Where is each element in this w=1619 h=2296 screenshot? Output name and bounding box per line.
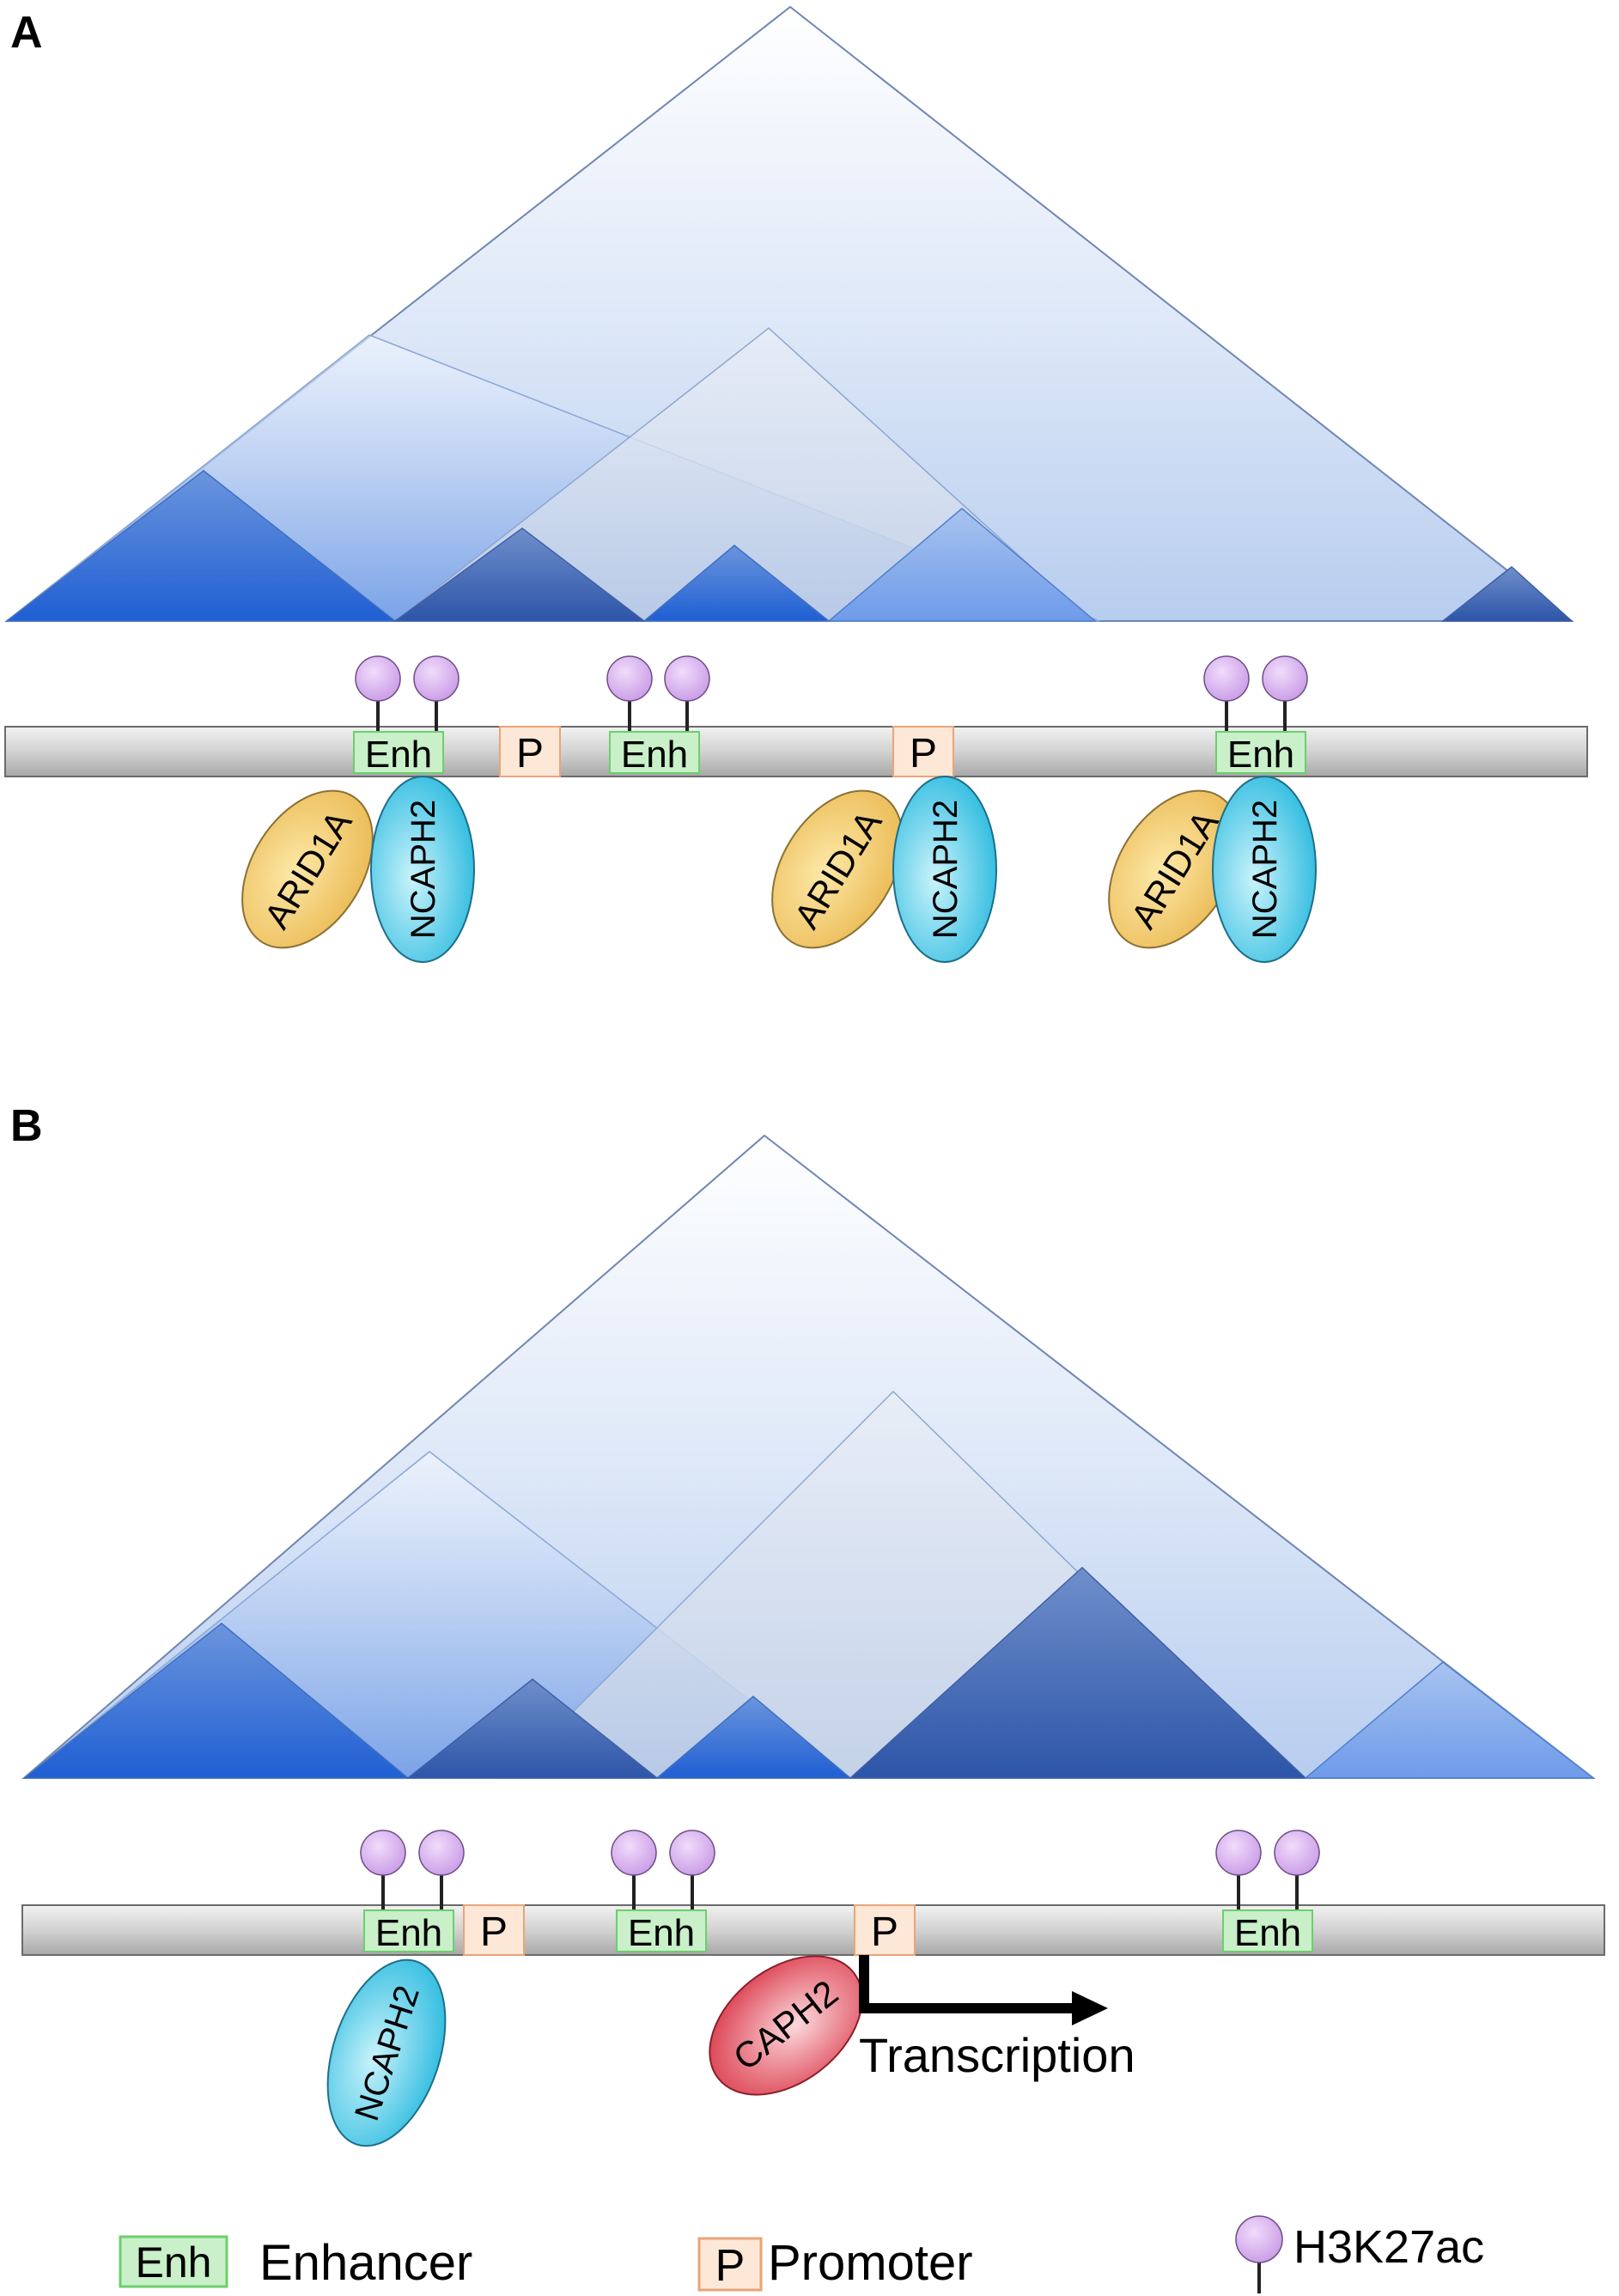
- h3k27ac-mark: [669, 1830, 715, 1910]
- h3k27ac-mark: [1203, 655, 1250, 732]
- legend-h3k27ac-label: H3K27ac: [1293, 2221, 1484, 2273]
- svg-text:NCAPH2: NCAPH2: [405, 800, 442, 939]
- legend: Enh Enhancer P Promoter H3K27ac: [119, 2215, 1484, 2293]
- svg-text:P: P: [516, 731, 544, 776]
- panel-b-tad-right-mid: [849, 1566, 1307, 1779]
- h3k27ac-mark: [664, 655, 710, 732]
- panel-a-tad-small-4: [826, 508, 1098, 622]
- panel-b-tad-small-1: [21, 1623, 411, 1779]
- panel-b-protein-ncaph2: NCAPH2: [326, 1958, 447, 2147]
- legend-promoter-label: Promoter: [768, 2235, 973, 2291]
- panel-b-tad-small-4: [1303, 1661, 1596, 1779]
- panel-a-tad-small-3: [642, 545, 831, 622]
- svg-text:Enh: Enh: [628, 1912, 695, 1954]
- panel-b-chromatin: [21, 1904, 1605, 1956]
- panel-b-element-p-2: P: [854, 1904, 916, 1956]
- svg-text:NCAPH2: NCAPH2: [927, 800, 965, 939]
- legend-enh-box-label: Enh: [136, 2238, 212, 2287]
- panel-a-element-enh-2: Enh: [609, 731, 700, 776]
- panel-a-tad-small-2: [393, 527, 647, 622]
- h3k27ac-mark: [1215, 1830, 1262, 1910]
- h3k27ac-mark: [1274, 1830, 1320, 1910]
- h3k27ac-mark: [1262, 655, 1308, 732]
- panel-a-element-p-1: P: [499, 726, 561, 777]
- svg-text:Enh: Enh: [375, 1912, 442, 1954]
- svg-text:Enh: Enh: [1227, 734, 1294, 776]
- svg-text:P: P: [910, 731, 937, 776]
- svg-text:NCAPH2: NCAPH2: [1246, 800, 1284, 939]
- panel-a-letter: A: [10, 8, 43, 58]
- panel-b-tad-triangles: [21, 1134, 1596, 1779]
- legend-p-box-label: P: [715, 2241, 746, 2291]
- panel-b-tad-small-2: [405, 1678, 660, 1779]
- panel-a-tad-small-5: [1440, 566, 1573, 622]
- transcription-label: Transcription: [859, 2028, 1135, 2082]
- legend-enhancer: Enh Enhancer: [119, 2235, 472, 2291]
- panel-b-letter: B: [10, 1101, 43, 1151]
- panel-b-h3k27ac-marks: [360, 1830, 1320, 1910]
- legend-promoter: P Promoter: [697, 2235, 973, 2292]
- panel-a-protein-arid1a-1: ARID1A: [241, 789, 374, 949]
- svg-text:P: P: [871, 1909, 898, 1955]
- panel-a-element-p-2: P: [892, 726, 954, 777]
- panel-b-tad-small-3: [654, 1696, 853, 1779]
- h3k27ac-mark: [418, 1830, 465, 1910]
- panel-a-protein-ncaph2-3: NCAPH2: [1212, 776, 1317, 963]
- panel-a-chromatin: [4, 726, 1588, 777]
- panel-a-protein-ncaph2-2: NCAPH2: [892, 776, 997, 963]
- panel-a-tad-small-1: [4, 470, 398, 622]
- panel-a-tad-triangles: [4, 5, 1574, 622]
- svg-text:Enh: Enh: [365, 734, 432, 776]
- legend-h3k27ac: H3K27ac: [1235, 2215, 1484, 2293]
- svg-text:P: P: [480, 1909, 508, 1955]
- svg-text:Enh: Enh: [621, 734, 688, 776]
- panel-a-protein-arid1a-2: ARID1A: [771, 789, 904, 949]
- h3k27ac-mark: [611, 1830, 657, 1910]
- panel-a-element-enh-1: Enh: [353, 731, 444, 776]
- panel-b-protein-caph2: CAPH2: [709, 1955, 863, 2096]
- panel-b-element-enh-1: Enh: [363, 1909, 454, 1954]
- panel-b-element-enh-3: Enh: [1222, 1909, 1313, 1954]
- h3k27ac-mark: [355, 655, 401, 732]
- panel-a-element-enh-3: Enh: [1215, 731, 1306, 776]
- legend-enhancer-label: Enhancer: [259, 2235, 472, 2291]
- h3k27ac-mark: [606, 655, 653, 732]
- h3k27ac-mark: [413, 655, 460, 732]
- panel-a-protein-arid1a-3: ARID1A: [1108, 789, 1240, 949]
- h3k27ac-mark: [360, 1830, 406, 1910]
- svg-text:Enh: Enh: [1234, 1912, 1301, 1954]
- panel-a-protein-ncaph2-1: NCAPH2: [370, 776, 475, 963]
- h3k27ac-icon: [1235, 2215, 1283, 2263]
- panel-b-element-p-1: P: [463, 1904, 525, 1956]
- transcription-arrow: [859, 1955, 1108, 2025]
- panel-a-h3k27ac-marks: [355, 655, 1308, 732]
- panel-b-element-enh-2: Enh: [616, 1909, 707, 1954]
